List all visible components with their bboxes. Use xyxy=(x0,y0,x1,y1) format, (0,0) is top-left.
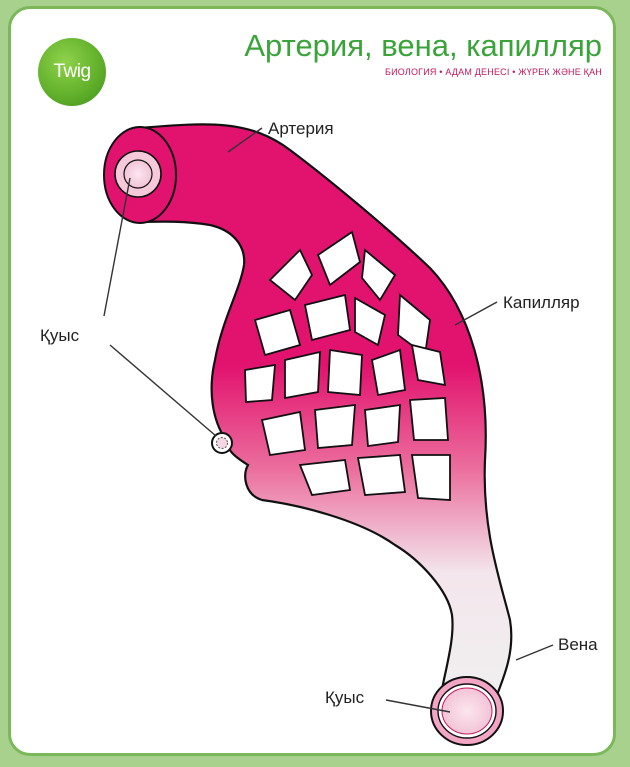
label-capillary: Капилляр xyxy=(503,293,580,312)
lumen-top-leader-2 xyxy=(110,345,216,436)
capillary-gap xyxy=(328,350,362,395)
capillary-gap xyxy=(245,365,275,402)
capillary-gap xyxy=(315,405,355,448)
vein-leader xyxy=(516,645,553,660)
label-artery: Артерия xyxy=(268,119,334,138)
capillary-gap xyxy=(412,455,450,500)
capillary-gap xyxy=(365,405,400,446)
capillary-gap xyxy=(285,352,320,398)
label-vein: Вена xyxy=(558,635,598,654)
capillary-gap xyxy=(358,455,405,495)
capillary-gap xyxy=(262,412,305,455)
artery-cross-section xyxy=(104,127,176,223)
label-lumen-bottom: Қуыс xyxy=(325,688,365,707)
label-lumen-top: Қуыс xyxy=(40,326,80,345)
capillary-gap xyxy=(410,398,448,440)
